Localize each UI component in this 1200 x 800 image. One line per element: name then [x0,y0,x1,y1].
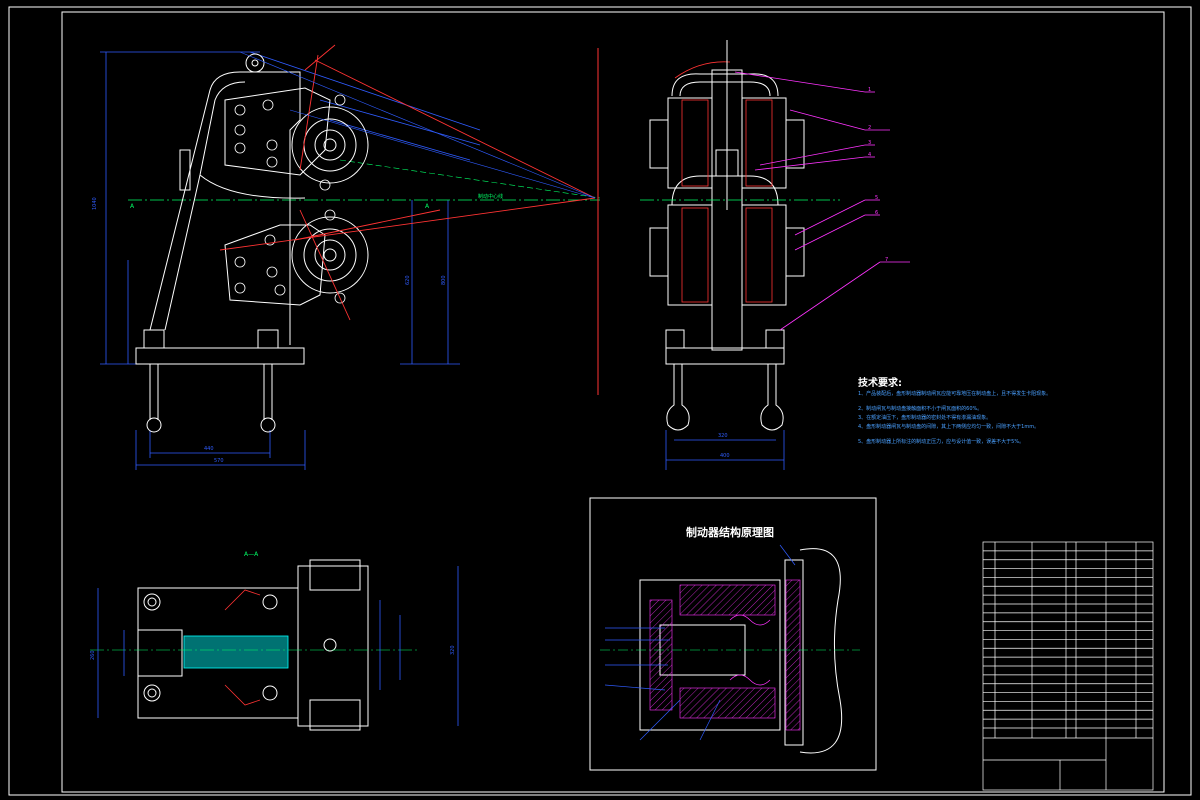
tech-line-2: 2、制动闸瓦与制动盘接触面积不小于闸瓦面积的60%。 [858,406,983,412]
dim-bolt-span: 440 [204,446,214,452]
tech-line-4: 4、盘形制动器闸瓦与制动盘的间隙，其上下两侧应均匀一致，间隙不大于1mm。 [858,424,1040,430]
tech-requirements-title: 技术要求: [858,378,902,389]
leader-4: 4 [868,152,871,158]
dim-top-width: 260 [90,650,96,660]
brake-centerline-label: 制动中心线 [478,193,503,200]
inner-border [61,11,1165,793]
side-view: 1040 440 570 620 800 A A 制动中心线 [92,44,601,470]
dim-front-base: 320 [718,433,728,439]
dim-front-width: 400 [720,453,730,459]
dim-center-height-2: 800 [441,275,447,285]
section-mark-a-right: A [425,203,430,210]
leader-6: 6 [875,210,878,216]
leader-7: 7 [885,257,888,263]
leader-3: 3 [868,140,871,146]
inset-drawing [600,544,860,754]
top-view: A—A 260 320 [90,551,459,731]
inset-frame [589,497,877,771]
dim-base-len: 570 [214,458,224,464]
dim-top-depth: 320 [450,645,456,655]
front-view: 400 320 1 2 3 4 5 6 7 [640,40,910,470]
tech-line-5: 5、盘形制动器上所标注的制动正压力，应与设计值一致，误差不大于5%。 [858,439,1025,445]
tech-line-3: 3、在额定油压下，盘形制动器的密封处不得有渗漏油现象。 [858,415,992,421]
inset-title: 制动器结构原理图 [686,526,774,539]
outer-border [8,6,1192,796]
section-label-aa: A—A [244,551,259,558]
leader-5: 5 [875,195,878,201]
section-mark-a-left: A [130,203,135,210]
dim-center-height: 620 [405,275,411,285]
tech-line-1: 1、产品装配后，盘形制动器制动闸瓦应能可靠地压在制动盘上，且不得发生卡阻现象。 [858,391,1052,397]
dim-height-side: 1040 [92,197,98,210]
parts-list [982,541,1154,791]
leader-2: 2 [868,125,871,131]
leader-1: 1 [868,87,871,93]
